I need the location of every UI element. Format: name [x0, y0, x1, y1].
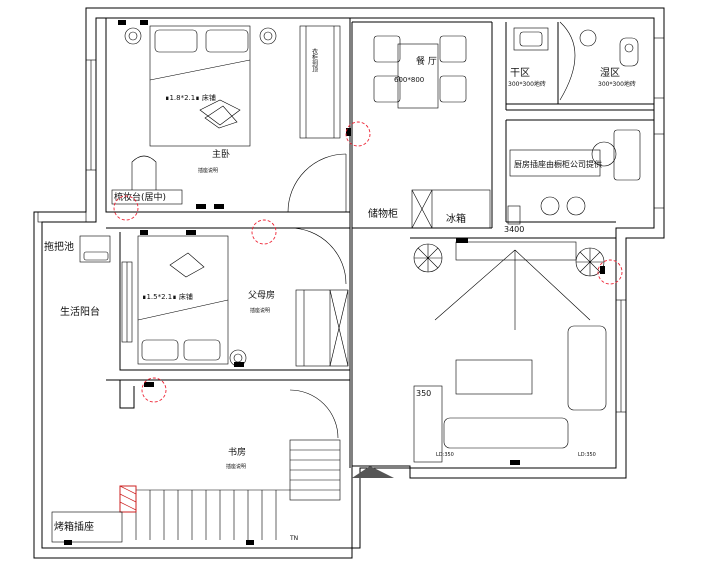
bath-door	[559, 21, 576, 101]
kids-bed-label: ∎1.5*2.1∎ 床铺	[142, 292, 193, 301]
oven-socket-box	[51, 511, 123, 543]
dresser-label: 梳妆台(居中)	[114, 191, 166, 203]
plant-icon	[413, 243, 605, 277]
kitchen-note: 厨房插座由橱柜公司提供	[514, 159, 602, 169]
washbasin	[513, 27, 549, 51]
wet-tile-label: 300*300地砖	[598, 80, 636, 88]
oven-socket-label: 烤箱插座	[54, 520, 94, 533]
master-door	[287, 153, 347, 213]
dining-size-label: 600*800	[394, 76, 424, 84]
master-bedroom-label: 主卧	[212, 148, 230, 160]
dresser	[111, 155, 183, 205]
dining-table	[373, 35, 467, 109]
outer-walls	[33, 7, 665, 559]
fridge-label: 冰箱	[446, 212, 466, 225]
tn-label: TN	[289, 535, 298, 542]
dry-zone-label: 干区	[510, 67, 530, 79]
study-label: 书房	[228, 446, 246, 458]
wardrobe-note: 衣柜到顶	[311, 47, 318, 73]
windows	[37, 37, 665, 413]
tag-1: 插座说明	[198, 167, 218, 174]
wet-zone-label: 湿区	[600, 67, 620, 79]
kids-bed	[137, 235, 247, 367]
sofa-dim-label: 350	[416, 389, 431, 398]
tv-dim-label: 3400	[504, 225, 524, 234]
study-door	[289, 389, 339, 439]
master-bed-label: ∎1.8*2.1∎ 床铺	[165, 93, 216, 102]
kids-wardrobe	[295, 289, 349, 367]
dry-tile-label: 300*300地砖	[508, 80, 546, 88]
tag-2: 插座说明	[250, 307, 270, 314]
highlight-circles	[113, 121, 623, 403]
chimney-block	[119, 485, 137, 513]
entrance-marker	[352, 466, 394, 478]
storage-label: 储物柜	[368, 207, 398, 220]
kitchen	[509, 129, 641, 216]
ld-left-label: LD:350	[436, 452, 454, 458]
dining-label: 餐 厅	[416, 55, 437, 67]
master-wardrobe	[299, 25, 341, 139]
ld-right-label: LD:350	[578, 452, 596, 458]
tag-3: 插座说明	[226, 463, 246, 470]
kids-room-label: 父母房	[248, 289, 275, 301]
master-bed	[124, 25, 277, 147]
living-area	[413, 241, 607, 463]
balcony-label: 生活阳台	[60, 305, 100, 318]
storage-fridge	[411, 189, 521, 229]
toilet	[619, 37, 639, 67]
socket-markers	[64, 20, 605, 545]
mop-sink	[79, 235, 111, 263]
kids-door	[289, 227, 347, 285]
mop-sink-label: 拖把池	[44, 240, 74, 253]
